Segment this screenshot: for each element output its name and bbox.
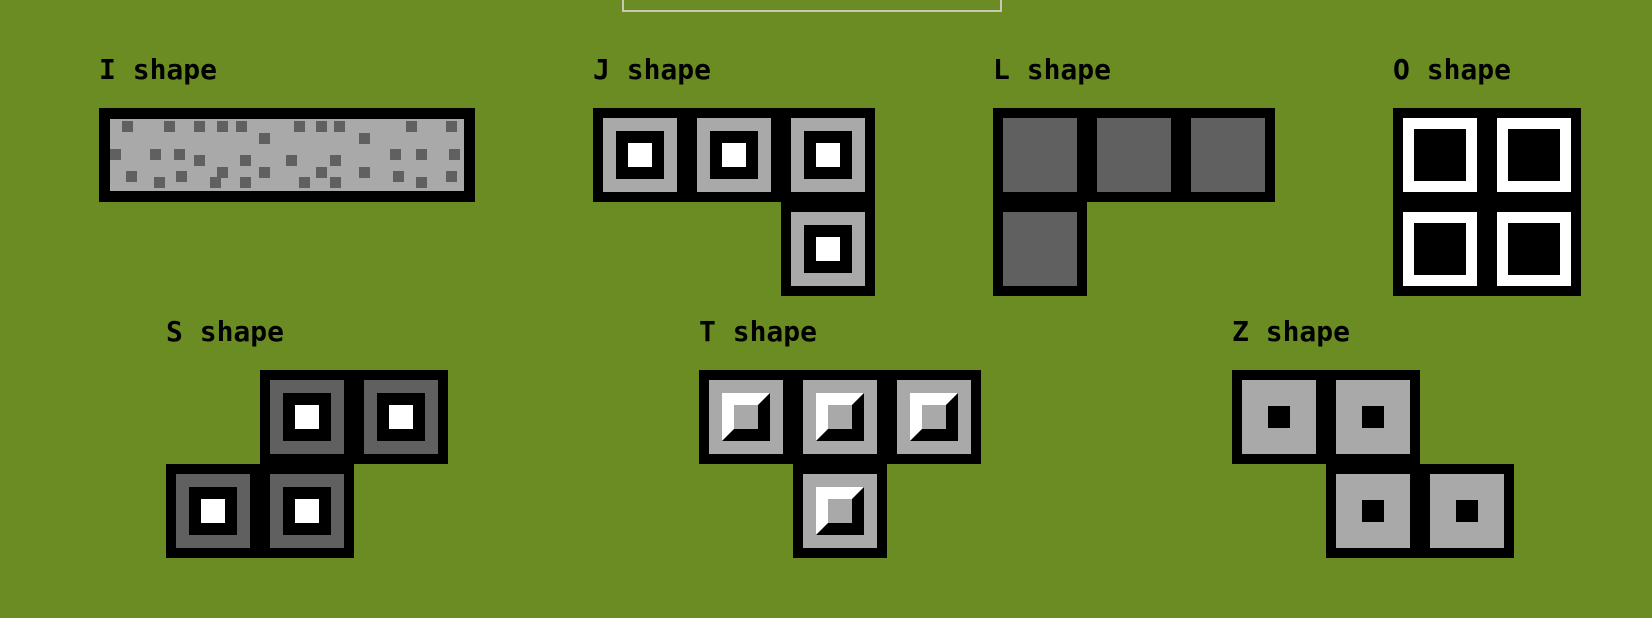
- s-shape-block: [260, 370, 354, 464]
- i-shape-speck: [449, 149, 460, 160]
- i-shape-speck: [110, 149, 121, 160]
- i-shape-speck: [316, 121, 327, 132]
- i-shape-speck: [259, 133, 270, 144]
- s-shape-label: S shape: [166, 315, 285, 348]
- s-shape-block: [166, 464, 260, 558]
- i-shape-speck: [194, 155, 205, 166]
- i-shape-speck: [390, 149, 401, 160]
- i-shape-speck: [174, 149, 185, 160]
- i-shape-speck: [150, 149, 161, 160]
- i-shape-speck: [416, 149, 427, 160]
- l-shape-block: [993, 108, 1087, 202]
- j-shape-block: [781, 202, 875, 296]
- o-shape-label: O shape: [1393, 53, 1512, 86]
- i-shape-texture: [110, 119, 464, 191]
- i-shape-speck: [240, 177, 251, 188]
- i-shape-speck: [164, 121, 175, 132]
- z-shape-block: [1326, 464, 1420, 558]
- o-shape-block: [1393, 202, 1487, 296]
- i-shape-speck: [259, 167, 270, 178]
- j-shape-block: [781, 108, 875, 202]
- j-shape-block: [687, 108, 781, 202]
- z-shape-block: [1420, 464, 1514, 558]
- l-shape-block: [993, 202, 1087, 296]
- i-shape-speck: [393, 171, 404, 182]
- t-shape-block: [699, 370, 793, 464]
- i-shape-label: I shape: [99, 53, 218, 86]
- i-shape-piece: [99, 108, 475, 202]
- o-shape-block: [1487, 108, 1581, 202]
- s-shape-block: [260, 464, 354, 558]
- o-shape-block: [1487, 202, 1581, 296]
- i-shape-speck: [217, 121, 228, 132]
- l-shape-block: [1181, 108, 1275, 202]
- i-shape-speck: [154, 177, 165, 188]
- i-shape-speck: [286, 155, 297, 166]
- i-shape-speck: [294, 121, 305, 132]
- z-shape-block: [1232, 370, 1326, 464]
- t-shape-block: [793, 464, 887, 558]
- i-shape-speck: [126, 171, 137, 182]
- i-shape-speck: [330, 155, 341, 166]
- i-shape-speck: [406, 121, 417, 132]
- o-shape-block: [1393, 108, 1487, 202]
- i-shape-speck: [176, 171, 187, 182]
- i-shape-speck: [334, 121, 345, 132]
- t-shape-block: [793, 370, 887, 464]
- i-shape-speck: [416, 177, 427, 188]
- l-shape-block: [1087, 108, 1181, 202]
- i-shape-speck: [359, 133, 370, 144]
- z-shape-block: [1326, 370, 1420, 464]
- i-shape-speck: [194, 121, 205, 132]
- i-shape-speck: [330, 177, 341, 188]
- i-shape-speck: [210, 177, 221, 188]
- top-panel-edge: [622, 0, 1002, 12]
- i-shape-speck: [240, 155, 251, 166]
- i-shape-speck: [316, 167, 327, 178]
- l-shape-label: L shape: [993, 53, 1112, 86]
- i-shape-speck: [359, 167, 370, 178]
- i-shape-speck: [446, 171, 457, 182]
- i-shape-speck: [217, 167, 228, 178]
- i-shape-speck: [299, 177, 310, 188]
- i-shape-speck: [122, 121, 133, 132]
- s-shape-block: [354, 370, 448, 464]
- j-shape-label: J shape: [593, 53, 712, 86]
- t-shape-block: [887, 370, 981, 464]
- i-shape-speck: [236, 121, 247, 132]
- z-shape-label: Z shape: [1232, 315, 1351, 348]
- i-shape-speck: [446, 121, 457, 132]
- t-shape-label: T shape: [699, 315, 818, 348]
- j-shape-block: [593, 108, 687, 202]
